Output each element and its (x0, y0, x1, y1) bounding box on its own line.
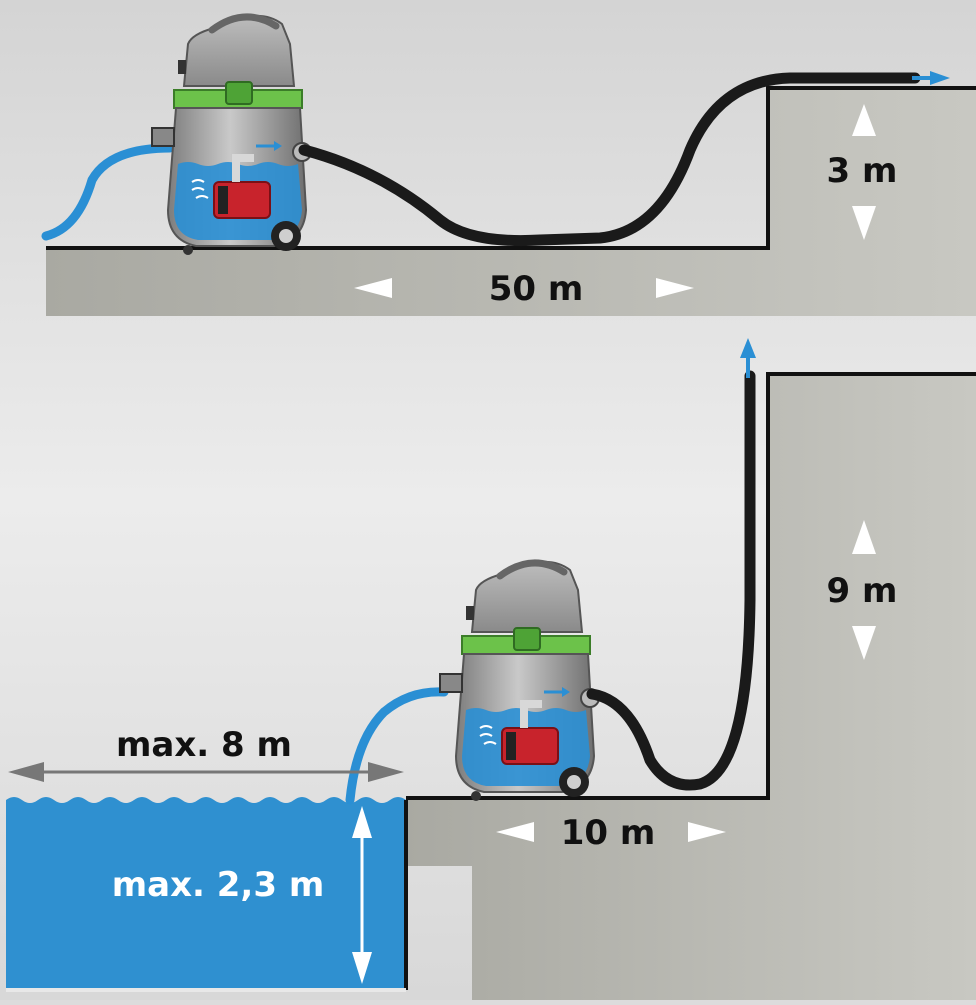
top-vertical-arrow-up (852, 104, 876, 136)
bottom-ground (406, 374, 976, 1000)
bottom-scene: max. 8 m max. 2,3 m 10 m 9 m (6, 338, 976, 1000)
top-horizontal-arrow-left (354, 278, 392, 298)
bottom-horizontal-arrow-left (496, 822, 534, 842)
top-discharge-hose (298, 72, 921, 247)
top-vertical-arrow-down (852, 206, 876, 240)
bottom-suction-hose (345, 687, 449, 805)
bottom-outflow-arrowhead (740, 338, 756, 358)
water-pool (6, 797, 406, 990)
bottom-discharge-hose (586, 370, 756, 791)
top-suction-hose (41, 143, 175, 241)
suction-depth-label: max. 2,3 m (112, 865, 325, 905)
top-ground-edge (46, 86, 976, 250)
suction-reach-arrow-left (8, 762, 44, 782)
bottom-horizontal-distance-label: 10 m (561, 813, 656, 853)
top-outflow-arrowhead (930, 71, 950, 85)
top-ground (46, 88, 976, 316)
top-scene: 50 m 3 m (41, 16, 976, 316)
suction-depth-arrow-down (352, 952, 372, 984)
suction-depth-arrow-up (352, 806, 372, 838)
top-horizontal-arrow-right (656, 278, 694, 298)
top-vertical-height-label: 3 m (827, 151, 898, 191)
suction-reach-arrow-right (368, 762, 404, 782)
bottom-vertical-height-label: 9 m (827, 571, 898, 611)
bottom-horizontal-arrow-right (688, 822, 726, 842)
bottom-ground-edge (406, 372, 976, 800)
suction-reach-label: max. 8 m (116, 725, 292, 765)
bottom-vertical-arrow-up (852, 520, 876, 554)
bottom-vertical-arrow-down (852, 626, 876, 660)
top-horizontal-distance-label: 50 m (489, 269, 584, 309)
